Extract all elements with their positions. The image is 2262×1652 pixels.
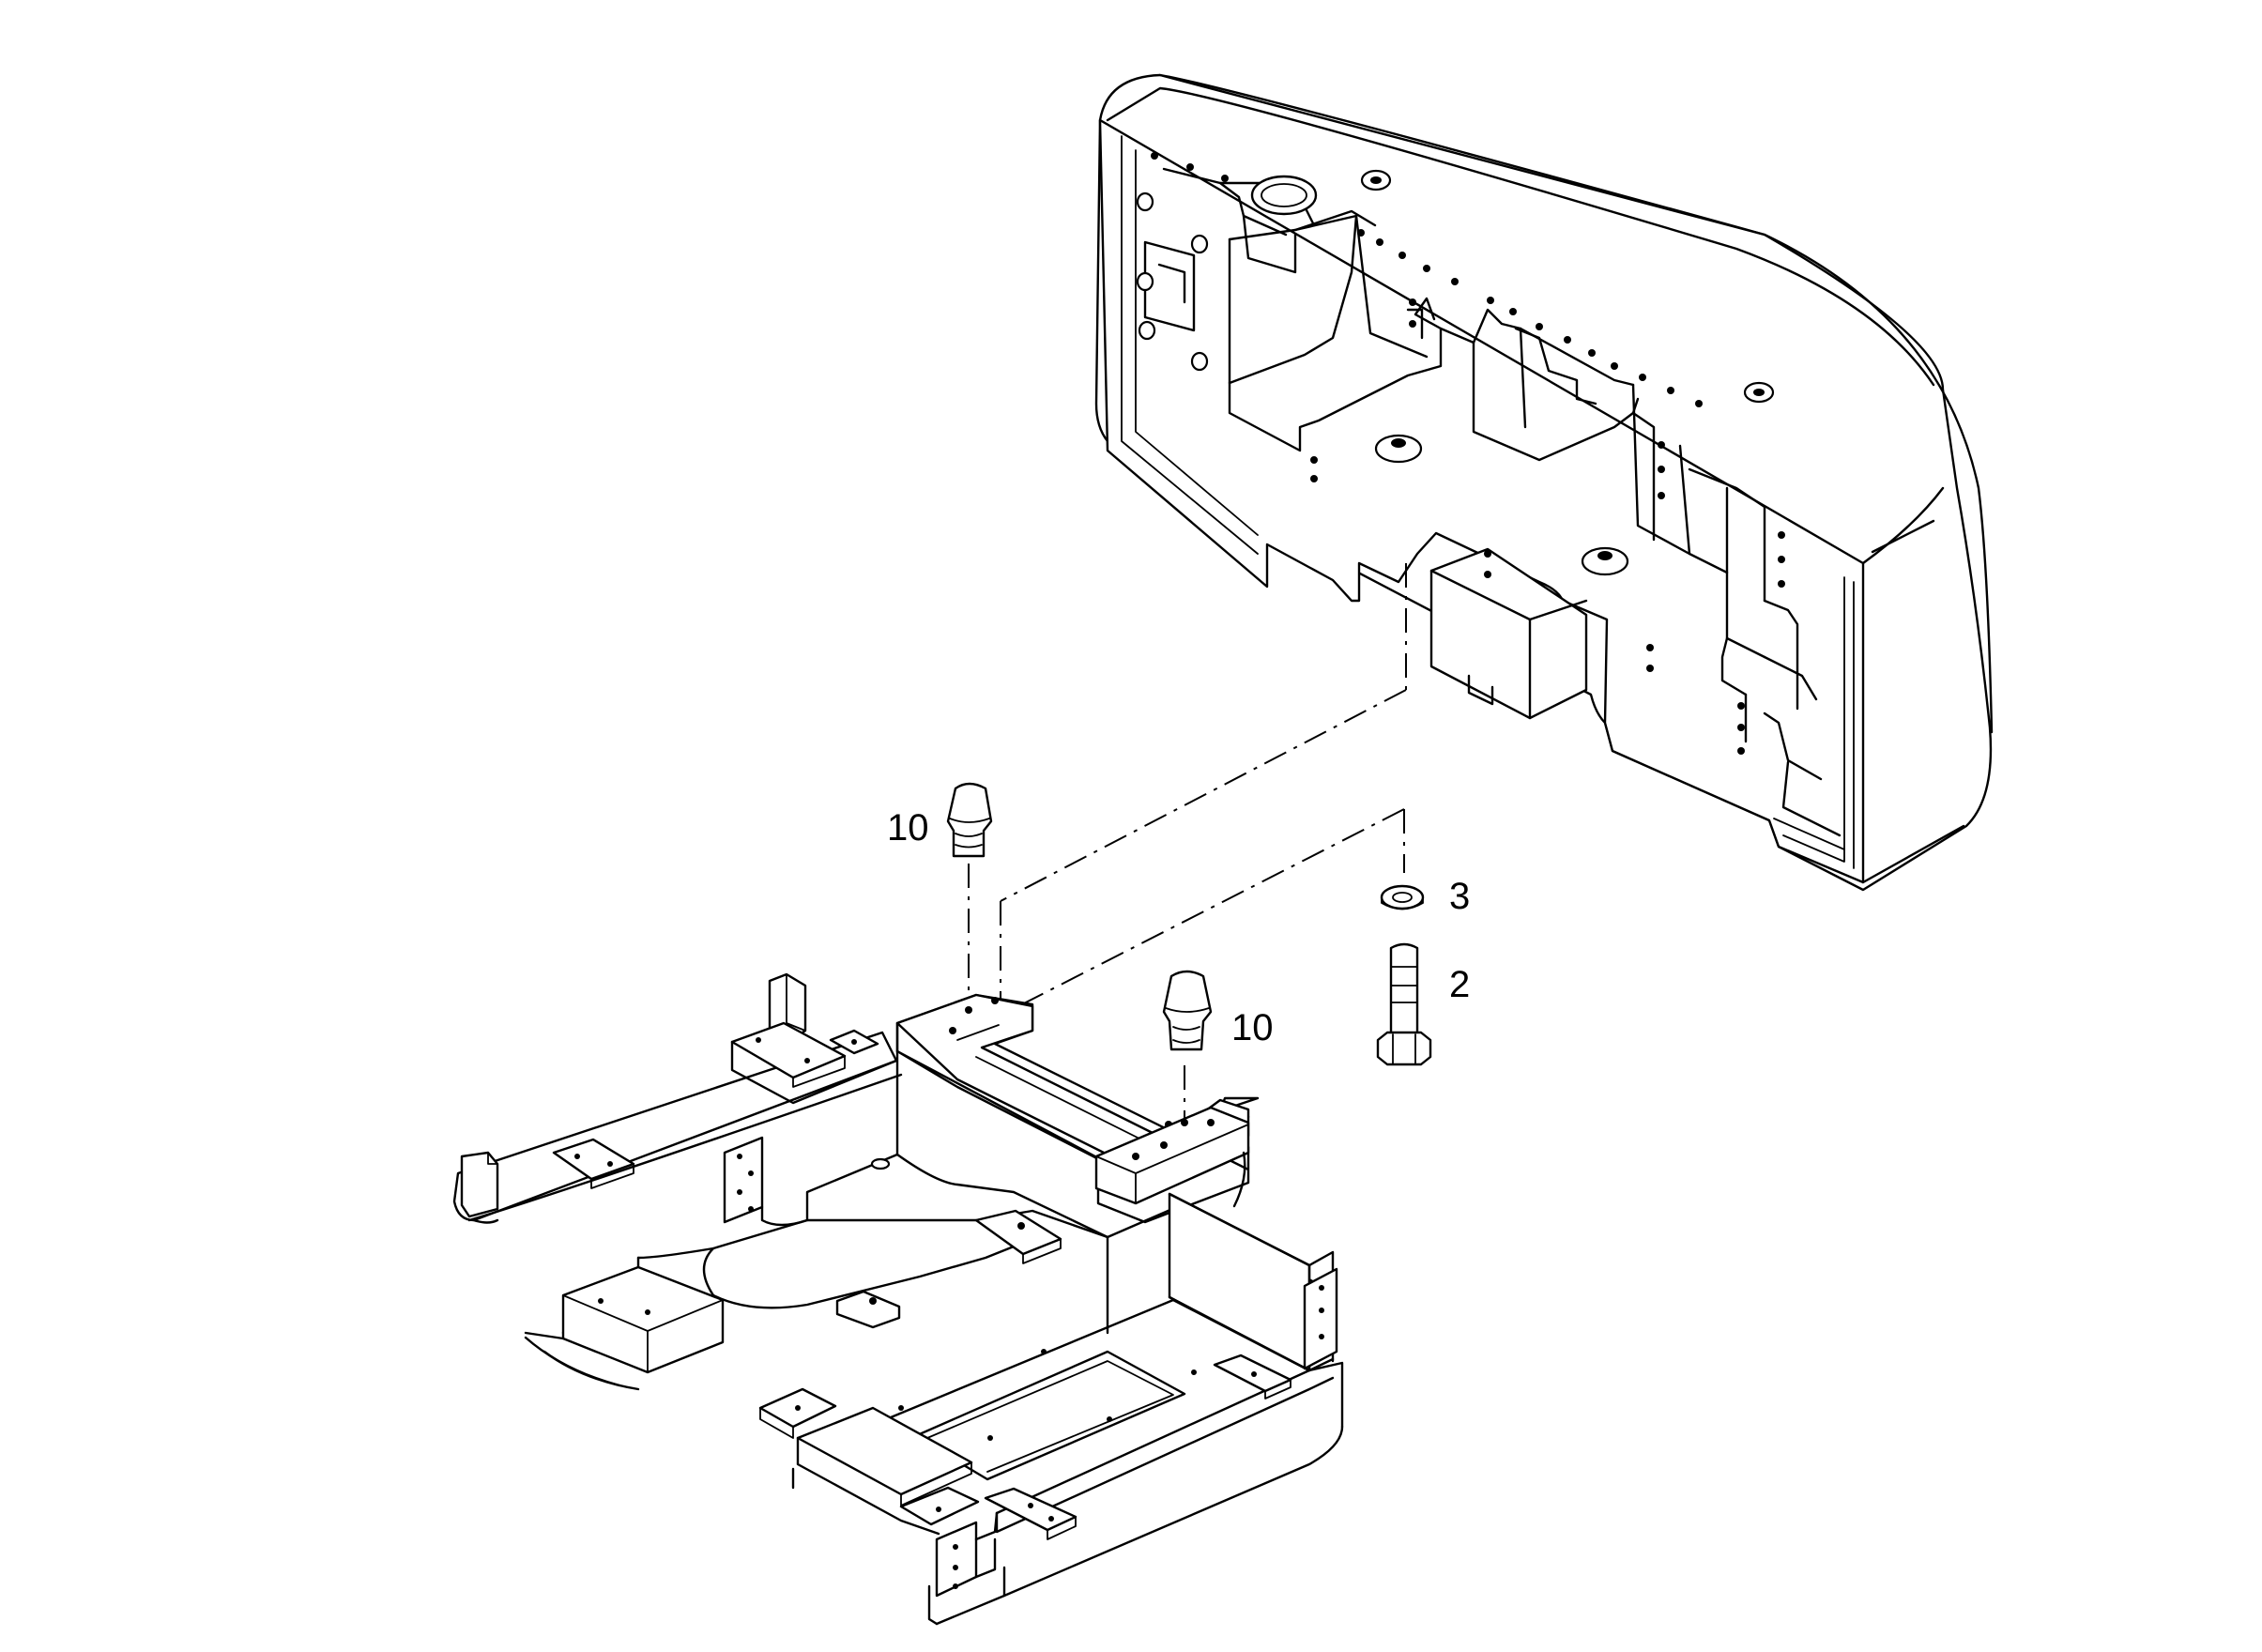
assembly-center-lines xyxy=(968,563,1407,1126)
counterweight-bolt-holes xyxy=(1151,152,1785,755)
washer xyxy=(1380,884,1425,910)
locating-pin-right xyxy=(1162,970,1213,1051)
callout-pin-left: 10 xyxy=(887,807,929,849)
callout-pin-right: 10 xyxy=(1231,1007,1274,1048)
revolving-frame xyxy=(452,972,1344,1626)
counterweight-large-holes xyxy=(1136,191,1209,372)
hex-bolt xyxy=(1376,942,1432,1066)
callout-washer: 3 xyxy=(1449,876,1470,917)
callout-bolt: 2 xyxy=(1449,964,1470,1005)
counterweight xyxy=(1094,73,1994,892)
locating-pin-left xyxy=(946,782,993,858)
